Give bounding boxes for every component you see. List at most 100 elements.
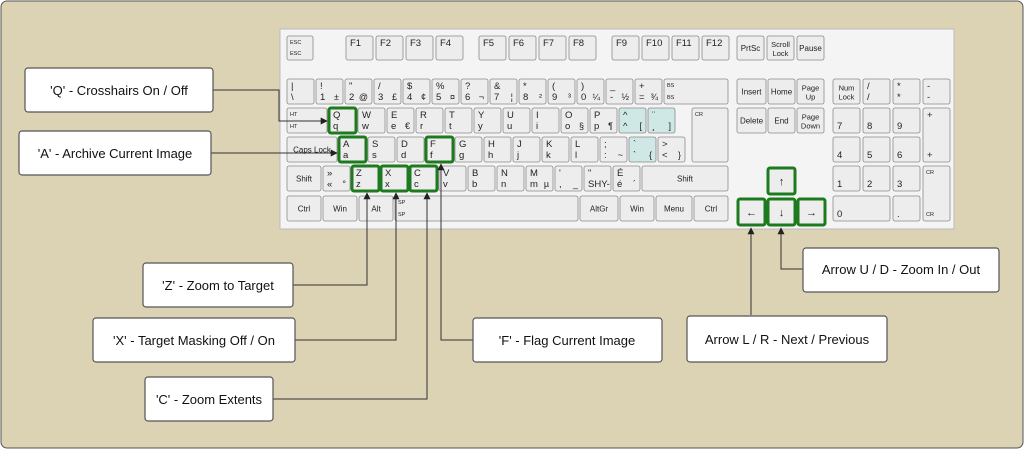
key-esc-cap — [286, 35, 314, 61]
key-ka-t1: A — [343, 139, 350, 150]
key-km-t1: M — [530, 168, 538, 179]
key-f9-cap — [611, 35, 640, 61]
key-kltgt-t1: » — [327, 168, 332, 179]
callout-q-label: 'Q' - Crosshairs On / Off — [50, 83, 188, 98]
key-klctrl-t1: Ctrl — [298, 205, 311, 214]
key-kn9-t2: 9 — [897, 121, 902, 132]
key-kgt-t2: < — [662, 150, 668, 161]
key-kr-t1: R — [420, 110, 427, 121]
key-kadd-t2: + — [927, 150, 933, 161]
key-kx: Xx — [379, 164, 410, 193]
key-kf-t2: f — [430, 150, 433, 161]
key-kndot: . — [892, 195, 921, 222]
key-kj-cap — [512, 136, 541, 163]
key-ks-cap — [367, 136, 396, 163]
key-ksemi-cap — [599, 136, 628, 163]
key-klwin: Win — [322, 195, 358, 222]
key-ks-t1: S — [372, 139, 378, 150]
key-ke-t1: E — [391, 110, 397, 121]
key-f6-cap — [508, 35, 537, 61]
key-kup-cap — [766, 166, 797, 196]
key-kd-t2: d — [401, 150, 406, 161]
key-kp-t2: p — [594, 121, 599, 132]
key-kz: Zz — [350, 164, 381, 193]
key-kn3-t2: 3 — [897, 179, 902, 190]
key-kf-cap — [424, 135, 455, 164]
key-kb-t2: b — [472, 179, 477, 190]
key-kmul-cap — [892, 78, 921, 105]
key-f9-t1: F9 — [616, 38, 627, 49]
key-kndot-t2: . — [897, 209, 900, 220]
key-ke-t3: € — [405, 121, 410, 131]
key-keq-t1: + — [639, 81, 645, 92]
key-kx-t1: X — [385, 168, 392, 179]
key-k0-cap — [576, 78, 605, 105]
key-f11-cap — [671, 35, 700, 61]
key-ky: Yy — [473, 107, 502, 134]
key-klctrl: Ctrl — [286, 195, 322, 222]
key-kn0-t2: 0 — [837, 209, 842, 220]
key-kn4: 4 — [832, 136, 861, 163]
key-kdiv-cap — [862, 78, 891, 105]
key-kc-t2: c — [414, 179, 419, 190]
key-krb-cap — [647, 107, 676, 134]
key-kj-t2: j — [516, 150, 519, 161]
key-ksemi-t2: : — [604, 150, 607, 161]
connector-x — [295, 192, 400, 341]
key-kn0: 0 — [832, 195, 891, 222]
key-k_bar-t2: \ — [291, 92, 294, 103]
key-kv-cap — [438, 165, 467, 192]
key-ka-t2: a — [343, 150, 349, 161]
key-k8-t1: * — [523, 81, 527, 92]
key-k2: "2@ — [344, 78, 373, 105]
callout-c: 'C' - Zoom Extents — [144, 376, 274, 422]
key-kright: → — [796, 197, 827, 227]
key-kdel: Delete — [736, 107, 767, 134]
key-kgt: ><} — [657, 136, 686, 163]
key-kmenu-cap — [655, 195, 693, 222]
key-f7-t1: F7 — [543, 38, 554, 49]
key-ko-t2: o — [565, 121, 570, 132]
key-kdot-t1: " — [588, 168, 591, 179]
key-k6-t2: 6 — [465, 92, 470, 103]
key-klwin-cap — [322, 195, 358, 222]
key-klb: ^^[ — [618, 107, 647, 134]
key-kg-t2: g — [459, 150, 464, 161]
key-f6-t1: F6 — [513, 38, 524, 49]
key-kcomma: ',_ — [554, 165, 583, 192]
callout-x: 'X' - Target Masking Off / On — [92, 317, 296, 363]
key-k1: !1± — [315, 78, 344, 105]
key-kc-cap — [408, 164, 439, 193]
key-kh: Hh — [483, 136, 512, 163]
key-kk-t1: K — [546, 139, 553, 150]
key-krshift-t1: Shift — [677, 175, 694, 184]
key-kmin-t2: - — [610, 92, 613, 103]
key-kdown-cap — [766, 197, 797, 227]
key-keacute: Éé´ — [612, 165, 641, 192]
key-k4: $4¢ — [402, 78, 431, 105]
key-f8-t1: F8 — [573, 38, 584, 49]
key-kq: Qq — [327, 106, 358, 135]
key-kpgdn-t2: Down — [801, 122, 820, 131]
key-kltgt-cap — [322, 165, 351, 192]
key-kncr-cap — [922, 165, 951, 222]
callout-boxes: 'Q' - Crosshairs On / Off 'A' - Archive … — [18, 67, 1000, 422]
key-kmin-t3: ½ — [621, 92, 629, 102]
key-kt-t1: T — [449, 110, 455, 121]
key-kd-cap — [396, 136, 425, 163]
key-kmul-t1: * — [897, 81, 901, 92]
key-kalt: Alt — [358, 195, 394, 222]
key-ksemi: ;:~ — [599, 136, 628, 163]
key-k5-t3: ¤ — [450, 92, 455, 102]
key-ky-cap — [473, 107, 502, 134]
key-krctrl-cap — [693, 195, 729, 222]
key-kp-t1: P — [594, 110, 600, 121]
key-kd: Dd — [396, 136, 425, 163]
key-f3-cap — [405, 35, 434, 61]
